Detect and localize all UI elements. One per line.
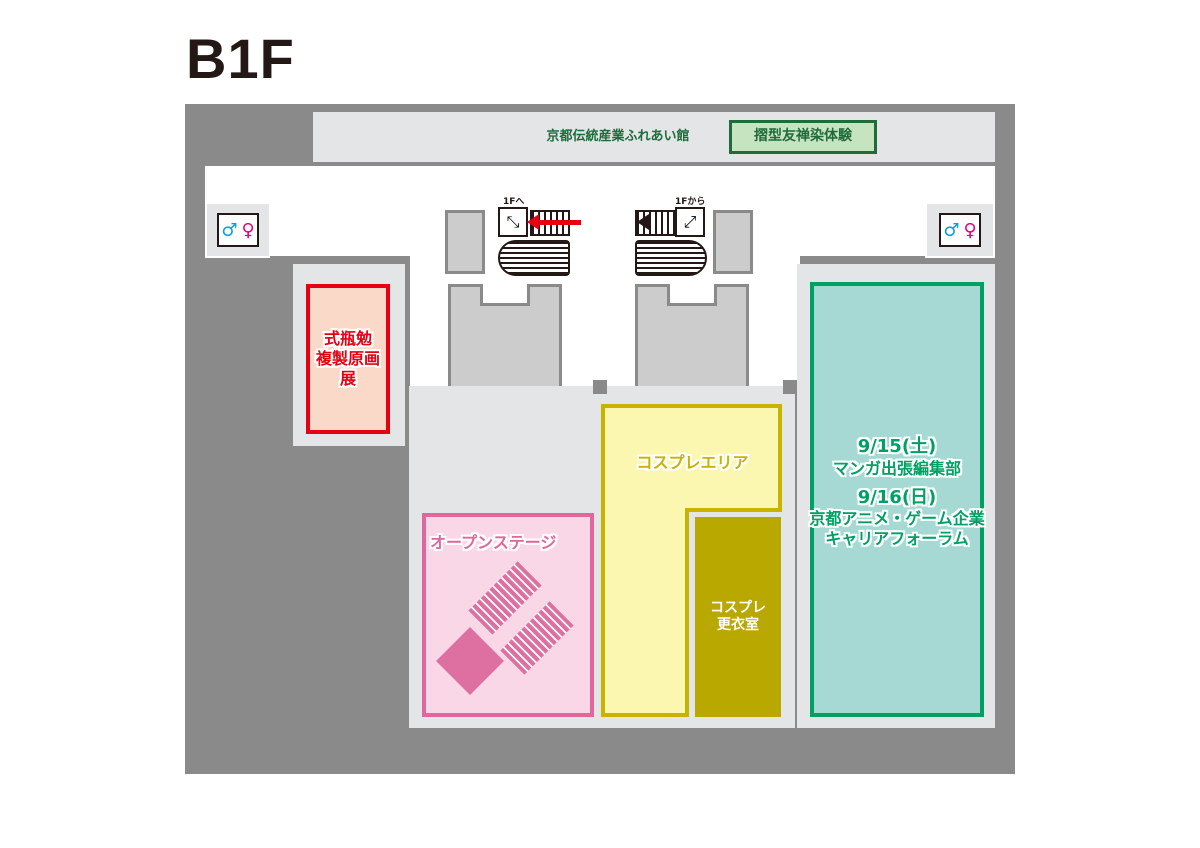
escalator-down-label: 1Fから: [675, 197, 706, 207]
hall-post: [593, 380, 607, 394]
area-cosplay-left[interactable]: [601, 508, 689, 717]
block-right-notch: [667, 284, 717, 306]
floor-map: 京都伝統産業ふれあい館 摺型友禅染体験 ♂ ♀ ♂ ♀ 1Fへ ⤡ 1Fから ⤢: [185, 104, 1015, 774]
escalator-up-icon[interactable]: ⤡: [498, 207, 528, 237]
floor-title: B1F: [186, 27, 295, 90]
escalator-up-label: 1Fへ: [503, 197, 525, 207]
top-shop-strip: 京都伝統産業ふれあい館 摺型友禅染体験: [313, 112, 995, 162]
area-stage[interactable]: オープンステージ: [422, 513, 594, 717]
area-event[interactable]: 9/15(土) マンガ出張編集部 9/16(日) 京都アニメ・ゲーム企業 キャリ…: [809, 282, 985, 717]
event-title-2b: キャリアフォーラム: [825, 529, 969, 548]
area-changing-room[interactable]: コスプレ 更衣室: [695, 517, 781, 717]
man-icon: ♂: [943, 219, 960, 241]
event-title-2a: 京都アニメ・ゲーム企業: [809, 509, 985, 528]
escalator-down-body: [635, 240, 707, 276]
area-exhibition[interactable]: 式瓶勉 複製原画展: [306, 284, 390, 434]
area-changing-line-1: コスプレ: [710, 599, 766, 616]
area-cosplay-top[interactable]: [601, 404, 782, 512]
woman-icon: ♀: [963, 219, 977, 241]
area-stage-label: オープンステージ: [430, 533, 557, 552]
area-cosplay-inner-edge: [685, 508, 782, 512]
event-date-1: 9/15(土): [857, 436, 937, 457]
restroom-left-box: ♂ ♀: [207, 204, 269, 256]
area-changing-line-2: 更衣室: [717, 617, 759, 633]
main-corridor: [205, 166, 995, 196]
woman-icon: ♀: [241, 219, 255, 241]
area-cosplay-label: コスプレエリア: [636, 453, 749, 472]
experience-badge[interactable]: 摺型友禅染体験: [729, 120, 877, 154]
area-exhibition-line-2: 複製原画展: [315, 349, 380, 388]
arrow-left-black-icon: [637, 214, 649, 230]
event-date-2: 9/16(日): [857, 486, 937, 508]
block-left-notch: [480, 284, 530, 306]
restroom-right[interactable]: ♂ ♀: [939, 213, 981, 247]
pillar-right-small: [713, 210, 753, 274]
event-title-1: マンガ出張編集部: [832, 458, 961, 478]
escalator-down-icon[interactable]: ⤢: [675, 207, 705, 237]
arrow-left-red-icon: [537, 220, 581, 225]
area-exhibition-line-1: 式瓶勉: [323, 329, 372, 348]
right-hall-post: [783, 380, 797, 394]
pillar-left-small: [445, 210, 485, 274]
stage-platform: [436, 627, 504, 695]
restroom-left[interactable]: ♂ ♀: [217, 213, 259, 247]
arrow-left-red-head: [527, 214, 539, 230]
shop-label: 京都伝統産業ふれあい館: [546, 128, 690, 144]
escalator-up-body: [498, 240, 570, 276]
man-icon: ♂: [221, 219, 238, 241]
restroom-right-box: ♂ ♀: [927, 204, 993, 256]
